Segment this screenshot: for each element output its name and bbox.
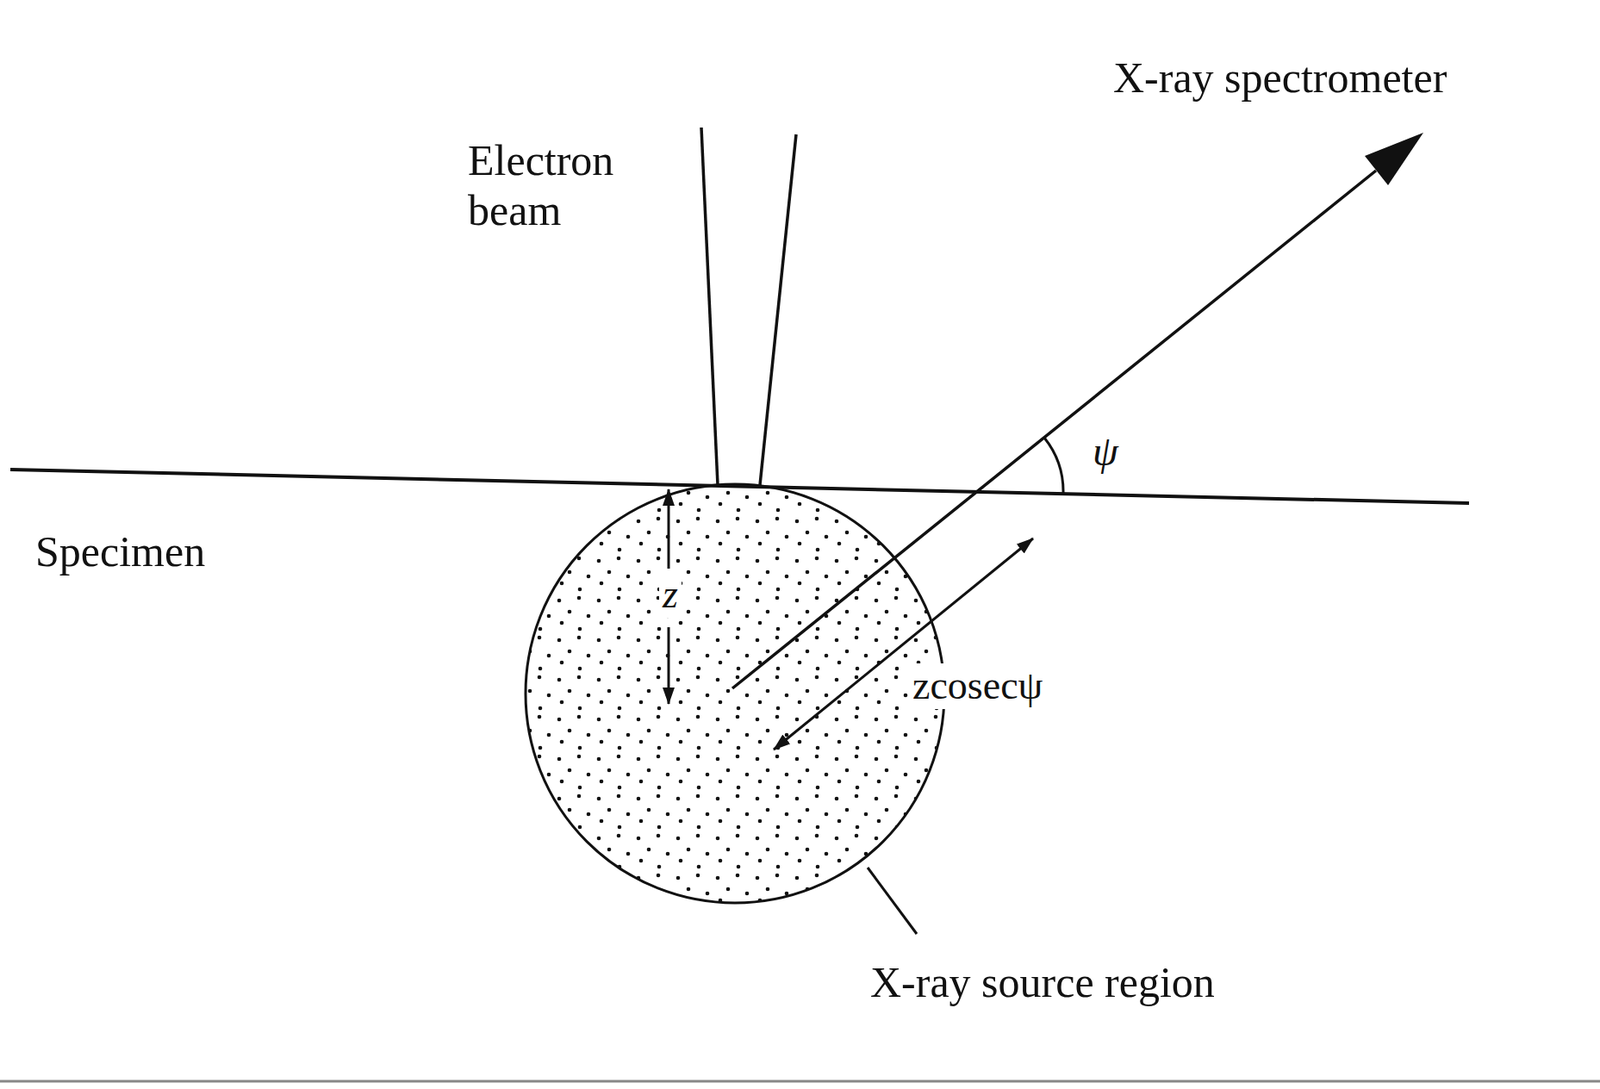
path-length-label: zcosecψ bbox=[908, 663, 1046, 710]
source-circle bbox=[525, 484, 945, 903]
specimen-label: Specimen bbox=[35, 527, 206, 578]
xray-path bbox=[732, 170, 1376, 689]
length-arrow bbox=[773, 538, 1034, 750]
region-label: X-ray source region bbox=[870, 958, 1215, 1009]
angle-symbol: ψ bbox=[1092, 427, 1119, 475]
spectrometer-label: X-ray spectrometer bbox=[1113, 53, 1447, 104]
depth-arrow bbox=[667, 489, 671, 569]
specimen-surface bbox=[10, 469, 1470, 504]
beam-edge bbox=[759, 134, 797, 486]
depth-symbol: z bbox=[659, 572, 682, 618]
depth-arrow bbox=[667, 627, 671, 704]
xray-arrowhead bbox=[1364, 132, 1424, 186]
page-rule bbox=[0, 1080, 1600, 1084]
beam-label: Electron beam bbox=[467, 136, 684, 236]
leader-line bbox=[867, 867, 917, 934]
beam-edge bbox=[701, 127, 718, 486]
angle-arc bbox=[1044, 437, 1064, 494]
